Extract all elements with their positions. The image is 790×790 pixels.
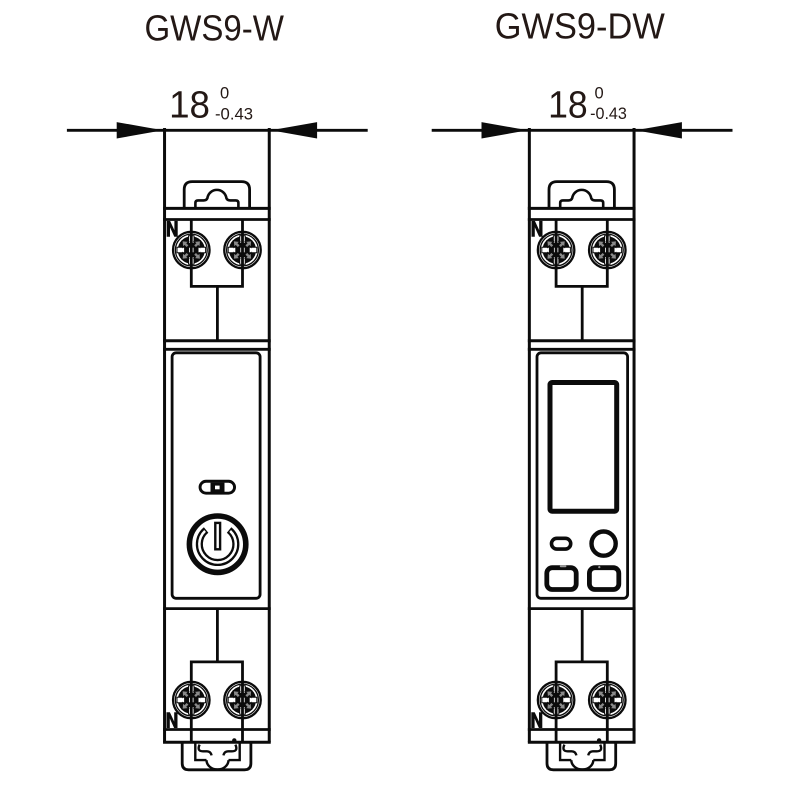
device-gws9-w: GWS9-W 18 0 -0.43 xyxy=(65,7,370,770)
indicator-led xyxy=(549,536,573,551)
device-title: GWS9-W xyxy=(144,7,284,48)
dimension-tolerance-upper: 0 xyxy=(595,84,604,102)
round-button xyxy=(589,529,618,558)
lcd-display xyxy=(547,380,620,514)
device-outline xyxy=(528,128,636,770)
front-panel-gws9-w xyxy=(170,351,262,600)
device-gws9-dw: GWS9-DW 18 0 -0.43 xyxy=(430,5,734,770)
front-panel-outline xyxy=(535,351,629,600)
device-title: GWS9-DW xyxy=(495,5,665,46)
right-button xyxy=(587,565,622,592)
width-dimension: 18 0 -0.43 xyxy=(65,84,370,140)
status-indicator xyxy=(198,479,237,495)
left-button-mark xyxy=(559,565,567,568)
power-button xyxy=(186,513,249,576)
dimension-value: 18 xyxy=(169,84,210,126)
neutral-terminal-label-bottom xyxy=(166,712,178,728)
neutral-terminal-label-bottom xyxy=(531,712,543,728)
device-outline xyxy=(163,128,271,770)
dimension-tolerance-lower: -0.43 xyxy=(215,105,253,123)
front-panel-outline xyxy=(170,351,262,600)
power-icon xyxy=(195,521,240,566)
neutral-terminal-label-top xyxy=(531,220,543,237)
dimension-tolerance-upper: 0 xyxy=(220,85,229,103)
neutral-terminal-label-top xyxy=(166,220,178,237)
dimension-tolerance-lower: -0.43 xyxy=(590,105,627,123)
front-panel-gws9-dw xyxy=(535,351,629,600)
width-dimension: 18 0 -0.43 xyxy=(430,84,734,140)
right-button-mark xyxy=(598,566,601,569)
dimension-value: 18 xyxy=(548,85,588,127)
left-button xyxy=(544,565,579,592)
